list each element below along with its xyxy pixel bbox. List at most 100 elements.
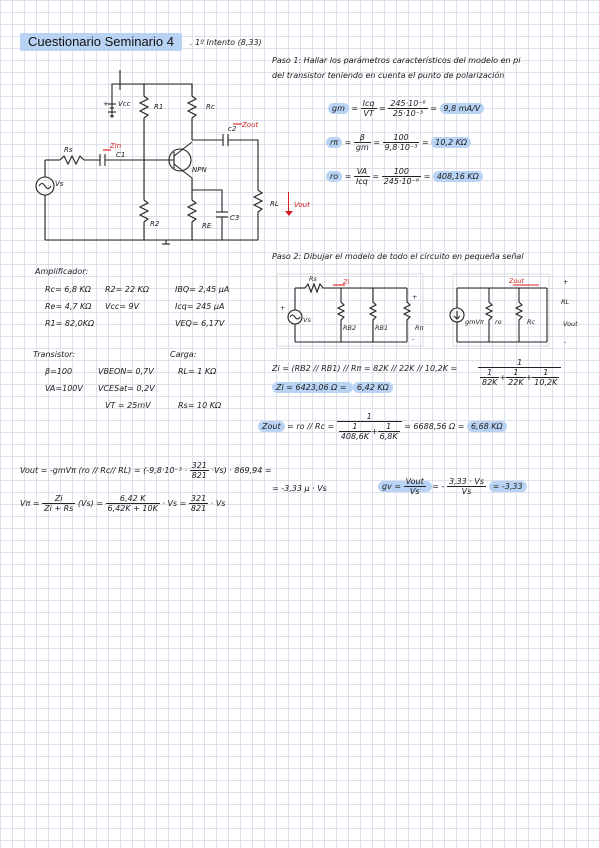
model-plus-1: + [280, 304, 285, 312]
model-minus-2: - [564, 338, 567, 346]
zi-term3-num: 1 [532, 368, 560, 378]
zout-t1-den: 408,6K [340, 432, 369, 441]
zout-t1-num: 1 [338, 422, 371, 432]
zin-label: Zin [109, 142, 121, 150]
zout-lhs: Zout [258, 421, 285, 432]
transistor-heading: Transistor: [33, 350, 76, 359]
vout-equation: Vout = -gmVπ (ro // Rc// RL) = (-9,8·10⁻… [20, 461, 272, 480]
load-rs: Rs= 10 KΩ [178, 401, 222, 410]
vcc-label: Vcc [118, 100, 131, 108]
zi-result: 6,42 KΩ [353, 382, 393, 393]
gm-den2: 25·10⁻³ [392, 109, 424, 118]
model-minus-1: - [412, 335, 415, 343]
rc-label: Rc [206, 103, 215, 111]
model-rpi-label: Rπ [415, 324, 424, 332]
trans-vt: VT = 25mV [105, 401, 151, 410]
small-signal-schematic: Rs Zi Vs + RB2 RB1 Rπ + - gmVπ ro Rc Zou… [276, 273, 578, 347]
vpi-mid1: (Vs) = [77, 499, 103, 508]
rpi-lhs: rπ [326, 137, 343, 148]
c3-label: C3 [230, 214, 239, 222]
zout-t2-den: 6,8K [379, 432, 398, 441]
trans-vbeon: VBEON= 0,7V [98, 367, 154, 376]
model-rs-label: Rs [309, 275, 318, 283]
amp-rc: Rc= 6,8 KΩ [45, 285, 91, 294]
ro-lhs: ro [326, 171, 343, 182]
vout-result: = -3,33 μ · Vs [272, 484, 327, 493]
gv-num2: 3,33 · Vs [446, 477, 487, 487]
amp-heading: Amplificador: [35, 267, 89, 276]
rl-side-label: RL [270, 200, 279, 208]
vpi-tail: · Vs [210, 499, 226, 508]
model-rb2-label: RB2 [343, 324, 356, 332]
rs-label: Rs [64, 146, 73, 154]
c1-label: C1 [116, 151, 125, 159]
rpi-num2: 100 [382, 133, 420, 143]
r2-label: R2 [150, 220, 160, 228]
c2-label: c2 [228, 125, 237, 133]
vout-arrow [288, 192, 289, 214]
vout-post: ·Vs) · 869,94 = [211, 466, 272, 475]
amp-veq: VEQ= 6,17V [175, 319, 225, 328]
rpi-result: 10,2 KΩ [431, 137, 471, 148]
zout-result: 6,68 KΩ [466, 421, 507, 432]
step1-heading: Paso 1: Hallar los parámetros caracterís… [272, 56, 521, 65]
ro-num2: 100 [381, 167, 422, 177]
load-heading: Carga: [170, 350, 197, 359]
vpi-n2: 6,42 K [105, 494, 160, 504]
zi-result-line: Zi = 6423,06 Ω = 6,42 KΩ [272, 382, 393, 393]
model-rb1-label: RB1 [375, 324, 388, 332]
vout-arrowhead [285, 211, 293, 216]
gm-num2: 245·10⁻⁶ [388, 99, 428, 109]
attempt-note: . 1º Intento (8,33) [190, 38, 262, 47]
rpi-den2: 9,8·10⁻³ [384, 143, 418, 152]
amp-icq: Icq= 245 μA [175, 302, 225, 311]
vout-label: Vout [294, 201, 310, 209]
vs-label: Vs [55, 180, 64, 188]
zout-pre: = ro // Rc = [287, 422, 335, 431]
model-ro-label: ro [495, 318, 502, 326]
amp-ibq: IBQ= 2,45 μA [175, 285, 230, 294]
amp-re: Re= 4,7 KΩ [45, 302, 92, 311]
step2-heading: Paso 2: Dibujar el modelo de todo el cir… [272, 252, 524, 261]
r1-label: R1 [154, 103, 163, 111]
zout-frac-num: 1 [336, 412, 402, 422]
vpi-lhs: Vπ = [20, 499, 40, 508]
step1-heading-2: del transistor teniendo en cuenta el pun… [272, 71, 505, 80]
model-vout-label: Vout [563, 320, 578, 328]
trans-va: VA=100V [45, 384, 83, 393]
load-rl: RL= 1 KΩ [178, 367, 217, 376]
vout-frac-den: 821 [191, 471, 207, 480]
ro-result: 408,16 KΩ [432, 171, 483, 182]
model-plus-3: + [563, 278, 568, 286]
amp-r1: R1= 82,0KΩ [45, 319, 95, 328]
amp-r2: R2= 22 KΩ [105, 285, 149, 294]
page-title: Cuestionario Seminario 4 [20, 33, 182, 51]
zi-result-pre: Zi = 6423,06 Ω = [272, 382, 354, 393]
gv-den2: Vs [461, 487, 472, 496]
gm-lhs: gm [328, 103, 349, 114]
model-zout-label: Zout [508, 277, 525, 285]
zout-post: = 6688,56 Ω = [404, 422, 465, 431]
zi-term2-den: 22K [508, 378, 524, 387]
gv-den: Vs [409, 487, 420, 496]
trans-beta: β=100 [45, 367, 73, 376]
rpi-num: β [353, 133, 371, 143]
vpi-d1: Zi + Rs [44, 504, 74, 513]
rpi-den: gm [355, 143, 369, 152]
vout-pre: Vout = -gmVπ (ro // Rc// RL) = (-9,8·10⁻… [20, 466, 188, 475]
model-zi-label: Zi [342, 278, 349, 286]
model-vs-label: Vs [303, 316, 311, 324]
model-gmvpi-label: gmVπ [465, 318, 484, 326]
ro-num: VA [353, 167, 370, 177]
amp-vcc: Vcc= 9V [105, 302, 140, 311]
gm-num: Icq [360, 99, 377, 109]
ro-den: Icq [355, 177, 368, 186]
vout-frac-num: 321 [189, 461, 209, 471]
zout-label: Zout [241, 121, 259, 129]
gm-result: 9,8 mA/V [439, 103, 485, 114]
model-rl-label: RL [561, 298, 570, 306]
